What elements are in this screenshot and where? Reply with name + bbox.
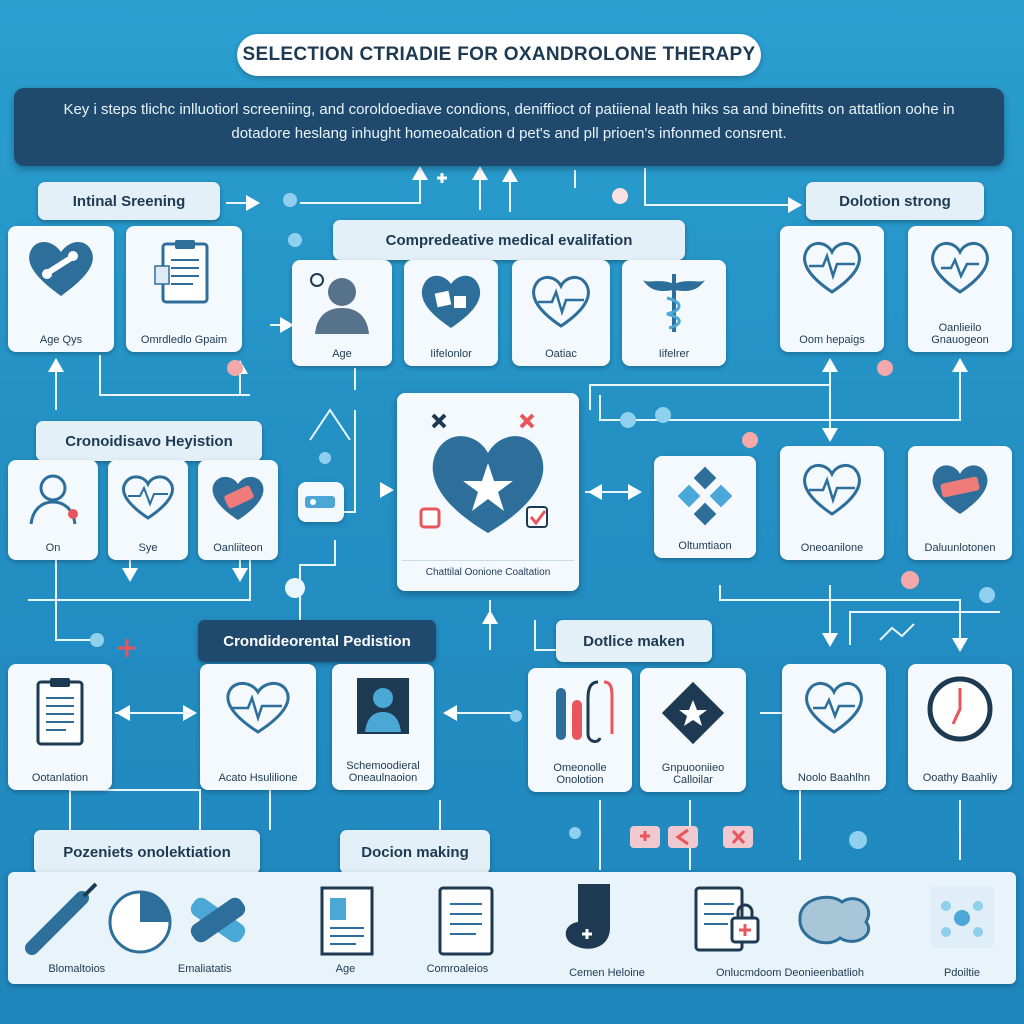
card-oatiac: Oatiac	[512, 260, 610, 366]
page-title: SELECTION CTRIADIE FOR OXANDROLONE THERA…	[237, 34, 761, 76]
heart-bone-icon	[29, 241, 93, 296]
center-caption: Chattilal Oonione Coaltation	[402, 560, 574, 583]
sock-icon	[565, 884, 610, 949]
bottom-label: Age	[335, 963, 356, 975]
card-oltumtiaon: Oltumtiaon	[654, 456, 756, 558]
card-oneoanilone: Oneoanilone	[780, 446, 884, 560]
section-docion-making: Docion making	[340, 830, 490, 874]
page-subtitle: Key i steps tlichc inlluotiorl screeniin…	[14, 88, 1004, 166]
heart-star-icon	[419, 413, 548, 533]
molecule-icon	[930, 886, 994, 948]
heart-pulse-icon	[226, 682, 290, 734]
clock-icon	[927, 676, 993, 742]
key-card	[298, 482, 344, 522]
card-caption: Ootanlation	[31, 772, 89, 784]
diamond-grid-icon	[677, 466, 733, 526]
key-icon	[305, 496, 335, 508]
card-caption: Noolo Baahlhn	[797, 772, 871, 784]
record-lock-brain-icons	[694, 886, 870, 952]
card-caption: Oanlieilo Gnauogeon	[931, 322, 989, 346]
card-caption: Age	[332, 348, 352, 360]
card-caption: Ooathy Baahliy	[922, 772, 998, 784]
bottom-label: Cemen Heloine	[569, 967, 645, 979]
card-on: On	[8, 460, 98, 560]
card-caption: Omrdledlo Gpaim	[140, 334, 228, 346]
card-caption: Oatiac	[545, 348, 577, 360]
section-dolotion-strong: Dolotion strong	[806, 182, 984, 220]
card-ifelrer: Iifelrer	[622, 260, 726, 366]
card-caption: Daluunlotonen	[924, 542, 996, 554]
card-omrdledlo: Omrdledlo Gpaim	[126, 226, 242, 352]
bottom-label: Blomaltoios	[48, 963, 106, 975]
bottom-label: Emaliatatis	[177, 963, 232, 975]
person-icon	[310, 273, 369, 334]
clipboard-icon	[154, 240, 209, 304]
card-daluunlotonen: Daluunlotonen	[908, 446, 1012, 560]
accent-tags	[630, 826, 753, 848]
card-caption: Oneoanilone	[800, 542, 864, 554]
card-caption: Oanliiteon	[213, 542, 263, 554]
card-caption: Oom hepaigs	[799, 334, 865, 346]
center-card	[397, 393, 579, 591]
bottom-group-pdoiltie: Pdoiltie	[912, 878, 1012, 979]
document-icons	[320, 886, 494, 956]
clipboard-icon	[36, 678, 84, 746]
heart-pulse-icon	[803, 242, 861, 294]
section-initial-screening: Intinal Sreening	[38, 182, 220, 220]
card-caption: Acato Hsulilione	[218, 772, 298, 784]
card-caption: On	[45, 542, 61, 554]
heart-bandage-icon	[932, 465, 988, 514]
heart-stethoscope-icon	[805, 682, 863, 734]
bottom-group-documents: Age Comroaleios	[300, 878, 524, 978]
card-caption: Gnpuooniieo Calloilar	[661, 762, 725, 786]
bottom-label: Onlucmdoom Deonieenbatlioh	[716, 967, 864, 979]
card-age-days: Age Qys	[8, 226, 114, 352]
card-oanliiteon: Oanliiteon	[198, 460, 278, 560]
section-pozeniets: Pozeniets onolektiation	[34, 830, 260, 874]
doctor-portrait-icon	[357, 678, 409, 734]
caduceus-icon	[643, 274, 705, 332]
card-caption: Omeonolle Onolotion	[553, 762, 607, 786]
card-gnpuooniieo: Gnpuooniieo Calloilar	[640, 668, 746, 792]
heart-bandage-icon	[212, 476, 264, 520]
card-caption: Schemoodieral Oneaulnaoion	[346, 760, 420, 784]
card-oanlieilo: Oanlieilo Gnauogeon	[908, 226, 1012, 352]
heart-stethoscope-icon	[931, 242, 989, 294]
section-dotlice-maken: Dotlice maken	[556, 620, 712, 662]
card-caption: Sye	[138, 542, 158, 554]
card-ooathy: Ooathy Baahliy	[908, 664, 1012, 790]
heart-cubes-icon	[421, 275, 481, 328]
section-cronidisavo: Cronoidisavo Heyistion	[36, 421, 262, 461]
section-crondideorental: Crondideorental Pedistion	[198, 620, 436, 662]
section-comprehensive-evaluation: Compredeative medical evalifation	[333, 220, 685, 260]
card-iifelonlor: Iifelonlor	[404, 260, 498, 366]
bottom-label: Pdoiltie	[943, 967, 981, 979]
heart-pulse-icon	[803, 464, 861, 516]
card-caption: Iifelonlor	[430, 348, 472, 360]
bottom-group-records: Onlucmdoom Deonieenbatlioh	[680, 878, 900, 979]
bottom-group-sock: Cemen Heloine	[548, 878, 666, 979]
card-acato: Acato Hsulilione	[200, 664, 316, 790]
heart-pulse-icon	[122, 475, 174, 520]
star-diamond-icon	[661, 681, 725, 745]
card-caption: Iifelrer	[658, 348, 690, 360]
card-sye: Sye	[108, 460, 188, 560]
test-tubes-icon	[556, 680, 614, 743]
card-age: Age	[292, 260, 392, 366]
person-outline-icon	[29, 474, 78, 525]
card-caption: Oltumtiaon	[678, 540, 732, 552]
card-oom-hepaigs: Oom hepaigs	[780, 226, 884, 352]
decorative-dots	[90, 188, 995, 849]
card-noolo: Noolo Baahlhn	[782, 664, 886, 790]
card-schemoodieral: Schemoodieral Oneaulnaoion	[332, 664, 434, 790]
syringe-disc-bandage-icons	[25, 882, 246, 955]
card-caption: Age Qys	[39, 334, 83, 346]
heart-pulse-icon	[532, 276, 590, 328]
card-omeonolle: Omeonolle Onolotion	[528, 668, 632, 792]
card-ootanlation: Ootanlation	[8, 664, 112, 790]
bottom-group-medication: Blomaltoios Emaliatatis	[12, 878, 268, 978]
bottom-label: Comroaleios	[426, 963, 489, 975]
